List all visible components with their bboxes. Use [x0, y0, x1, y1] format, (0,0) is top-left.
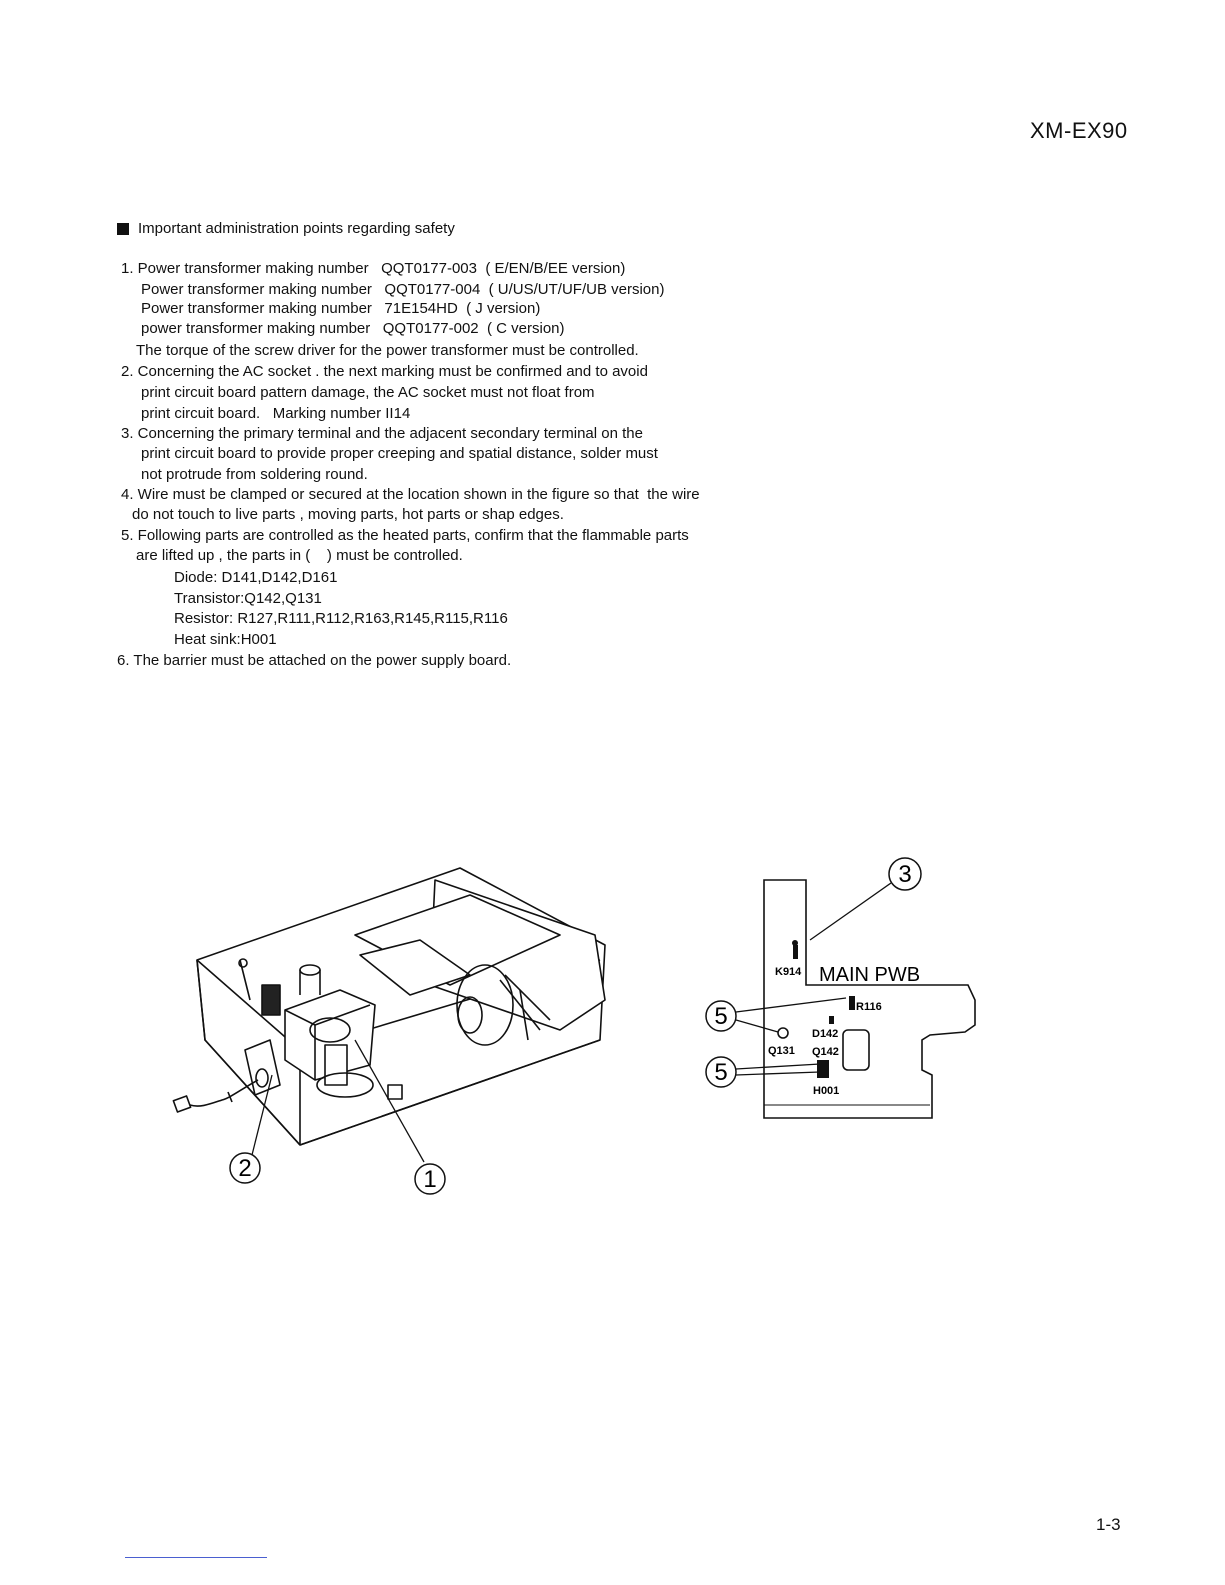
- part-q131-label: Q131: [768, 1045, 795, 1057]
- list-line: 4. Wire must be clamped or secured at th…: [121, 486, 700, 503]
- list-line: power transformer making number QQT0177-…: [141, 320, 565, 337]
- list-line: 2. Concerning the AC socket . the next m…: [121, 363, 648, 380]
- section-heading-text: Important administration points regardin…: [138, 220, 455, 237]
- main-pwb-diagram: [763, 879, 976, 1119]
- list-line: The torque of the screw driver for the p…: [136, 342, 639, 359]
- part-h001-label: H001: [813, 1085, 839, 1097]
- list-line: Diode: D141,D142,D161: [174, 569, 338, 586]
- section-heading: Important administration points regardin…: [117, 220, 455, 237]
- list-line: print circuit board pattern damage, the …: [141, 384, 595, 401]
- callout-5-upper-label: 5: [714, 1003, 727, 1030]
- part-k914-label: K914: [775, 966, 802, 978]
- list-line: print circuit board. Marking number II14: [141, 405, 411, 422]
- part-d142-label: D142: [812, 1028, 838, 1040]
- part-r116-label: R116: [856, 1001, 882, 1013]
- list-line: Power transformer making number QQT0177-…: [141, 281, 665, 298]
- callout-2: 2: [229, 1152, 261, 1184]
- right-callout-leaders: [735, 882, 892, 1076]
- list-line: not protrude from soldering round.: [141, 466, 368, 483]
- list-line: 5. Following parts are controlled as the…: [121, 527, 689, 544]
- bottom-rule: [125, 1557, 267, 1558]
- square-bullet-icon: [117, 222, 129, 235]
- list-line: Power transformer making number 71E154HD…: [141, 300, 541, 317]
- callout-5-lower-label: 5: [714, 1059, 727, 1086]
- callout-1-label: 1: [423, 1166, 436, 1193]
- list-line: 1. Power transformer making number QQT01…: [121, 260, 626, 277]
- chassis-illustration: [172, 867, 606, 1146]
- part-q142-label: Q142: [812, 1046, 839, 1058]
- list-line: Resistor: R127,R111,R112,R163,R145,R115,…: [174, 610, 508, 627]
- page-number: 1-3: [1096, 1515, 1121, 1534]
- main-pwb-label: MAIN PWB: [819, 964, 920, 986]
- list-line: Heat sink:H001: [174, 631, 277, 648]
- callout-3-label: 3: [898, 861, 911, 888]
- callout-2-label: 2: [238, 1155, 251, 1182]
- list-line: print circuit board to provide proper cr…: [141, 445, 658, 462]
- list-line: 6. The barrier must be attached on the p…: [117, 652, 512, 669]
- list-line: 3. Concerning the primary terminal and t…: [121, 425, 643, 442]
- list-line: Transistor:Q142,Q131: [174, 590, 322, 607]
- list-line: do not touch to live parts , moving part…: [132, 506, 564, 523]
- callout-1: 1: [414, 1163, 446, 1195]
- list-line: are lifted up , the parts in ( ) must be…: [136, 547, 463, 564]
- callout-5-upper: 5: [705, 1000, 737, 1032]
- left-callout-leaders: [251, 1039, 425, 1163]
- callout-3: 3: [888, 857, 922, 891]
- pwb-parts: K914 R116 D142 Q131 Q142 H001 MAIN PWB: [768, 940, 920, 1097]
- model-number: XM-EX90: [1030, 118, 1128, 143]
- callout-5-lower: 5: [705, 1056, 737, 1088]
